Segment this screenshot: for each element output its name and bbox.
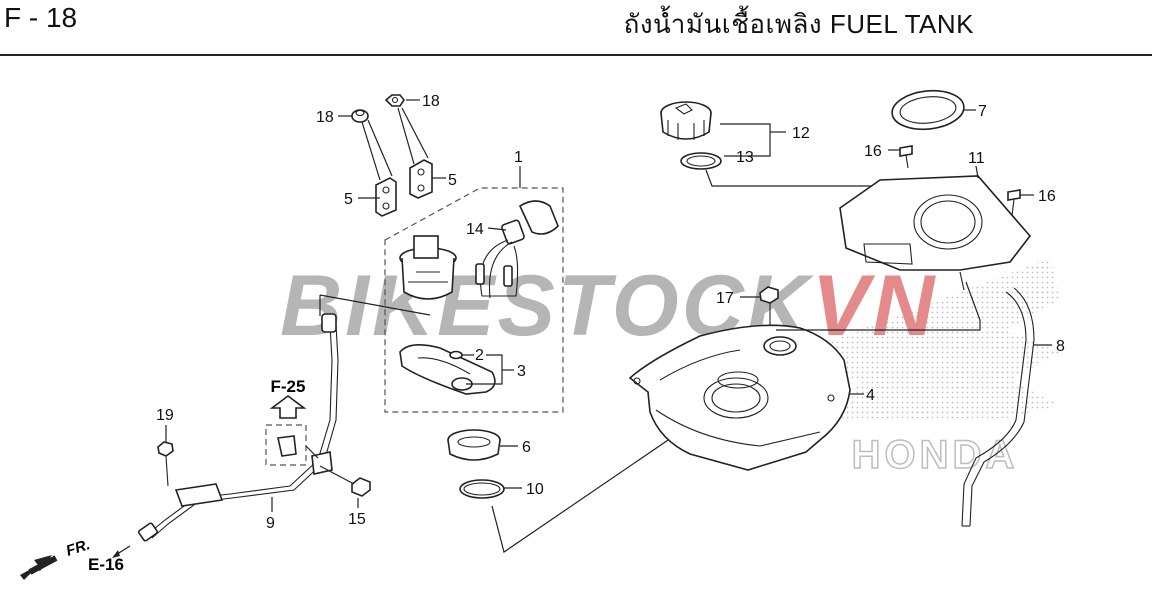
part-3-pump-seat [399, 344, 496, 395]
part-2-o-ring [449, 350, 463, 360]
callout-18-right: 18 [422, 93, 440, 110]
part-13-cap-seal [680, 152, 722, 170]
part-15-bolt [319, 465, 371, 497]
callout-15: 15 [348, 511, 366, 528]
header-divider [0, 54, 1152, 56]
clip-detail-box [265, 424, 319, 466]
part-9-wire-harness [137, 313, 339, 542]
part-4-fuel-tank [628, 324, 851, 471]
callout-14: 14 [466, 221, 484, 238]
callout-19: 19 [156, 407, 174, 424]
callout-11: 11 [968, 150, 985, 167]
part-8-install-line [776, 281, 981, 331]
part-7-filler-ring [891, 89, 965, 131]
callout-6: 6 [522, 439, 531, 456]
part-8-hose [961, 287, 1035, 527]
callout-13: 13 [736, 149, 754, 166]
part-19-bolt [157, 441, 174, 487]
e16-reference-label: E-16 [88, 555, 124, 574]
callout-5-left: 5 [344, 191, 353, 208]
fuel-pump-unit [399, 235, 457, 300]
callout-12: 12 [792, 125, 810, 142]
callout-5-right: 5 [448, 172, 457, 189]
part-14-harness [475, 200, 559, 299]
part-18-nut-left [351, 109, 369, 123]
e16-arrowhead [112, 550, 120, 558]
part-5-bracket-right [397, 107, 433, 199]
callout-8: 8 [1056, 338, 1065, 355]
part-6-gasket [447, 429, 501, 461]
page-title: ถังน้ำมันเชื้อเพลิง FUEL TANK [623, 9, 974, 39]
callout-17: 17 [716, 290, 734, 307]
fuel-pump-group-box [384, 187, 564, 413]
part-5-bracket-left [361, 119, 397, 217]
front-direction-label: FR. [64, 536, 92, 560]
callout-9: 9 [266, 515, 275, 532]
callout-2: 2 [475, 347, 484, 364]
callout-16-right: 16 [1038, 188, 1056, 205]
part-10-o-ring [459, 479, 505, 499]
part-11-tank-cover [839, 175, 1032, 291]
honda-brand-text: HONDA [852, 433, 1019, 477]
callout-3: 3 [517, 363, 526, 380]
page-code: F - 18 [4, 2, 78, 33]
part-16-screw-right [1007, 189, 1021, 217]
callout-18-left: 18 [316, 109, 334, 126]
callout-16-left: 16 [864, 143, 882, 160]
front-direction-arrow [20, 555, 58, 580]
callout-10: 10 [526, 481, 544, 498]
callout-4: 4 [866, 387, 875, 404]
callout-1: 1 [514, 149, 523, 166]
callout-7: 7 [978, 103, 987, 120]
callout-leaders [165, 99, 1052, 512]
part-18-nut-right [384, 94, 405, 107]
part-12-fuel-cap [660, 101, 712, 140]
part-16-screw-left [899, 145, 913, 169]
part-10-install-line [491, 405, 719, 553]
part-12-install-line [705, 169, 905, 187]
f25-reference-arrow [269, 395, 307, 419]
f25-reference-label: F-25 [271, 377, 306, 396]
honda-wing-logo: HONDA [800, 258, 1060, 478]
watermark-text-red: VN [812, 258, 937, 354]
